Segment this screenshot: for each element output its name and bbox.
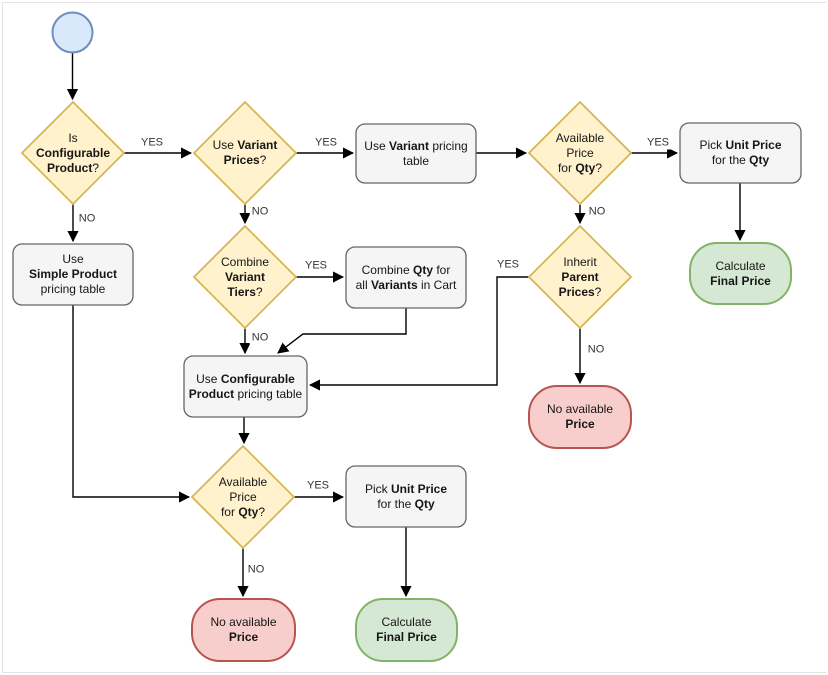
edge-inherit-parent-yes bbox=[308, 276, 529, 391]
process-pick-unit-price-1 bbox=[679, 122, 802, 184]
terminal-calculate-final-price-1 bbox=[689, 242, 792, 305]
edge-combine-qty-to-configurable-table bbox=[277, 308, 407, 354]
edge-simple-table-to-available2 bbox=[72, 305, 191, 503]
decision-is-configurable-product bbox=[20, 100, 126, 206]
process-pick-unit-price-2 bbox=[345, 465, 467, 528]
decision-combine-variant-tiers bbox=[192, 224, 298, 330]
decision-inherit-parent-prices bbox=[527, 224, 633, 330]
terminal-no-available-price-2 bbox=[191, 598, 296, 662]
decision-available-price-for-qty-1 bbox=[527, 100, 633, 206]
terminal-calculate-final-price-2 bbox=[355, 598, 458, 662]
process-use-simple-pricing-table bbox=[12, 243, 134, 306]
decision-use-variant-prices bbox=[192, 100, 298, 206]
terminal-no-available-price-1 bbox=[528, 385, 632, 449]
process-combine-qty-for-variants bbox=[345, 246, 467, 309]
decision-available-price-for-qty-2 bbox=[190, 444, 296, 550]
start-node bbox=[51, 11, 94, 54]
process-use-variant-pricing-table bbox=[355, 123, 477, 184]
process-use-configurable-pricing-table bbox=[183, 355, 308, 418]
